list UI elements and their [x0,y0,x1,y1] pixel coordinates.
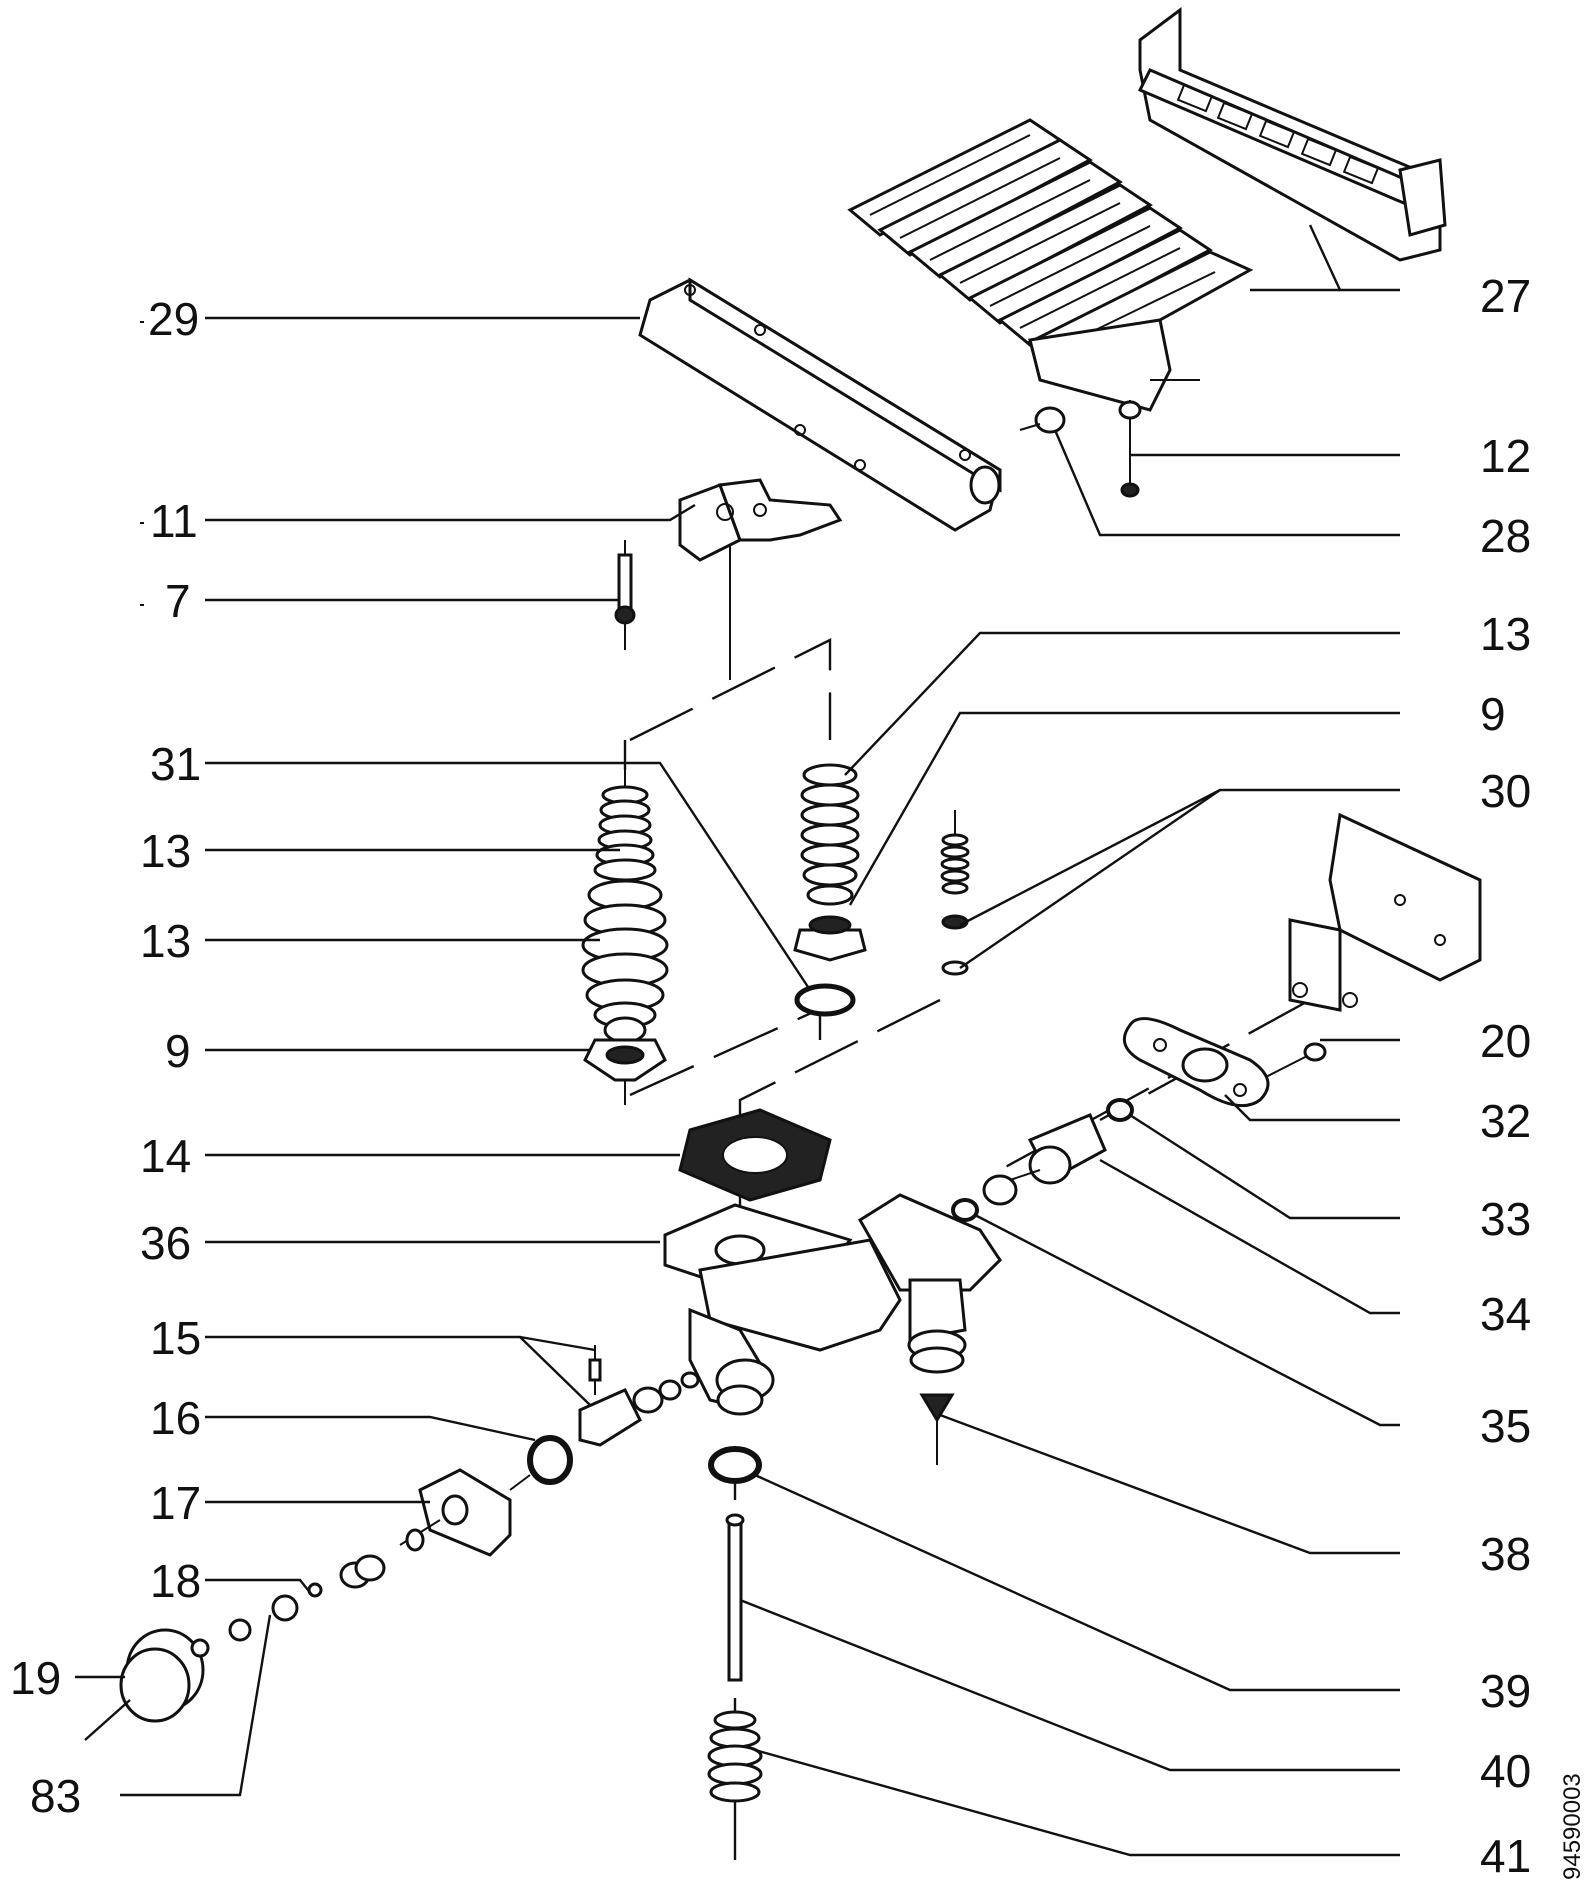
part-29-manifold [638,277,1002,532]
part-9-valve-left [583,1016,667,1105]
part-34-valve-insert [982,1113,1107,1206]
part-27-burner-blades [847,118,1254,412]
label-29: 29 [148,293,199,345]
label-40: 40 [1480,1745,1531,1797]
label-38: 38 [1480,1528,1531,1580]
part-11-valve-block [678,478,843,680]
label-36: 36 [140,1217,191,1269]
part-30-small-spring [940,810,970,976]
label-9-left: 9 [165,1025,191,1077]
part-33-o-ring [1106,1098,1134,1122]
label-12: 12 [1480,430,1531,482]
label-83: 83 [30,1770,81,1822]
callout-labels: 27 29 12 28 11 7 13 9 31 30 13 13 9 20 3… [10,270,1531,1882]
part-13-spring-left-large [581,879,669,1029]
part-14-gasket [678,1108,832,1202]
label-7: 7 [165,575,191,627]
part-13-spring-middle [800,763,860,906]
part-13-spring-left [593,760,657,882]
part-40-rod [725,1513,745,1682]
label-28: 28 [1480,510,1531,562]
part-7-screw [614,540,636,650]
part-12-screw [1118,400,1142,498]
part-16-o-ring [527,1435,573,1485]
label-16: 16 [150,1392,201,1444]
label-39: 39 [1480,1665,1531,1717]
label-20: 20 [1480,1015,1531,1067]
label-33: 33 [1480,1193,1531,1245]
label-30: 30 [1480,765,1531,817]
label-27: 27 [1480,270,1531,322]
part-15-component [578,1345,700,1447]
part-28-nut [1019,406,1066,434]
part-18-spring [307,1554,386,1598]
label-13-left-lower: 13 [140,915,191,967]
figure-code: 94590003 [1559,1773,1586,1880]
part-32-flange [1122,1017,1270,1108]
label-14: 14 [140,1130,191,1182]
label-32: 32 [1480,1095,1531,1147]
label-11: 11 [150,495,198,547]
part-19-knob [119,1628,210,1723]
label-15: 15 [150,1312,201,1364]
part-17-fitting [399,1468,531,1557]
label-34: 34 [1480,1288,1531,1340]
label-35: 35 [1480,1400,1531,1452]
part-20-screw [1259,1042,1327,1081]
part-9-valve-middle [793,915,867,962]
label-31: 31 [150,738,201,790]
label-9-upper-right: 9 [1480,688,1506,740]
label-13-left-upper: 13 [140,825,191,877]
part-31-o-ring [794,983,856,1017]
stray-marks [140,321,144,606]
label-18: 18 [150,1555,201,1607]
label-19: 19 [10,1652,61,1704]
part-36-valve-body [663,1193,1002,1465]
label-17: 17 [150,1477,201,1529]
part-39-o-ring [708,1446,762,1484]
part-mounting-bracket [1288,812,1482,1012]
label-41: 41 [1480,1830,1531,1882]
part-83-small-part [228,1594,299,1642]
leader-lines [75,224,1400,1857]
part-27-bracket [1137,7,1447,262]
part-35-washer [951,1198,979,1222]
part-41-bellows [707,1710,763,1850]
label-13-upper-right: 13 [1480,608,1531,660]
